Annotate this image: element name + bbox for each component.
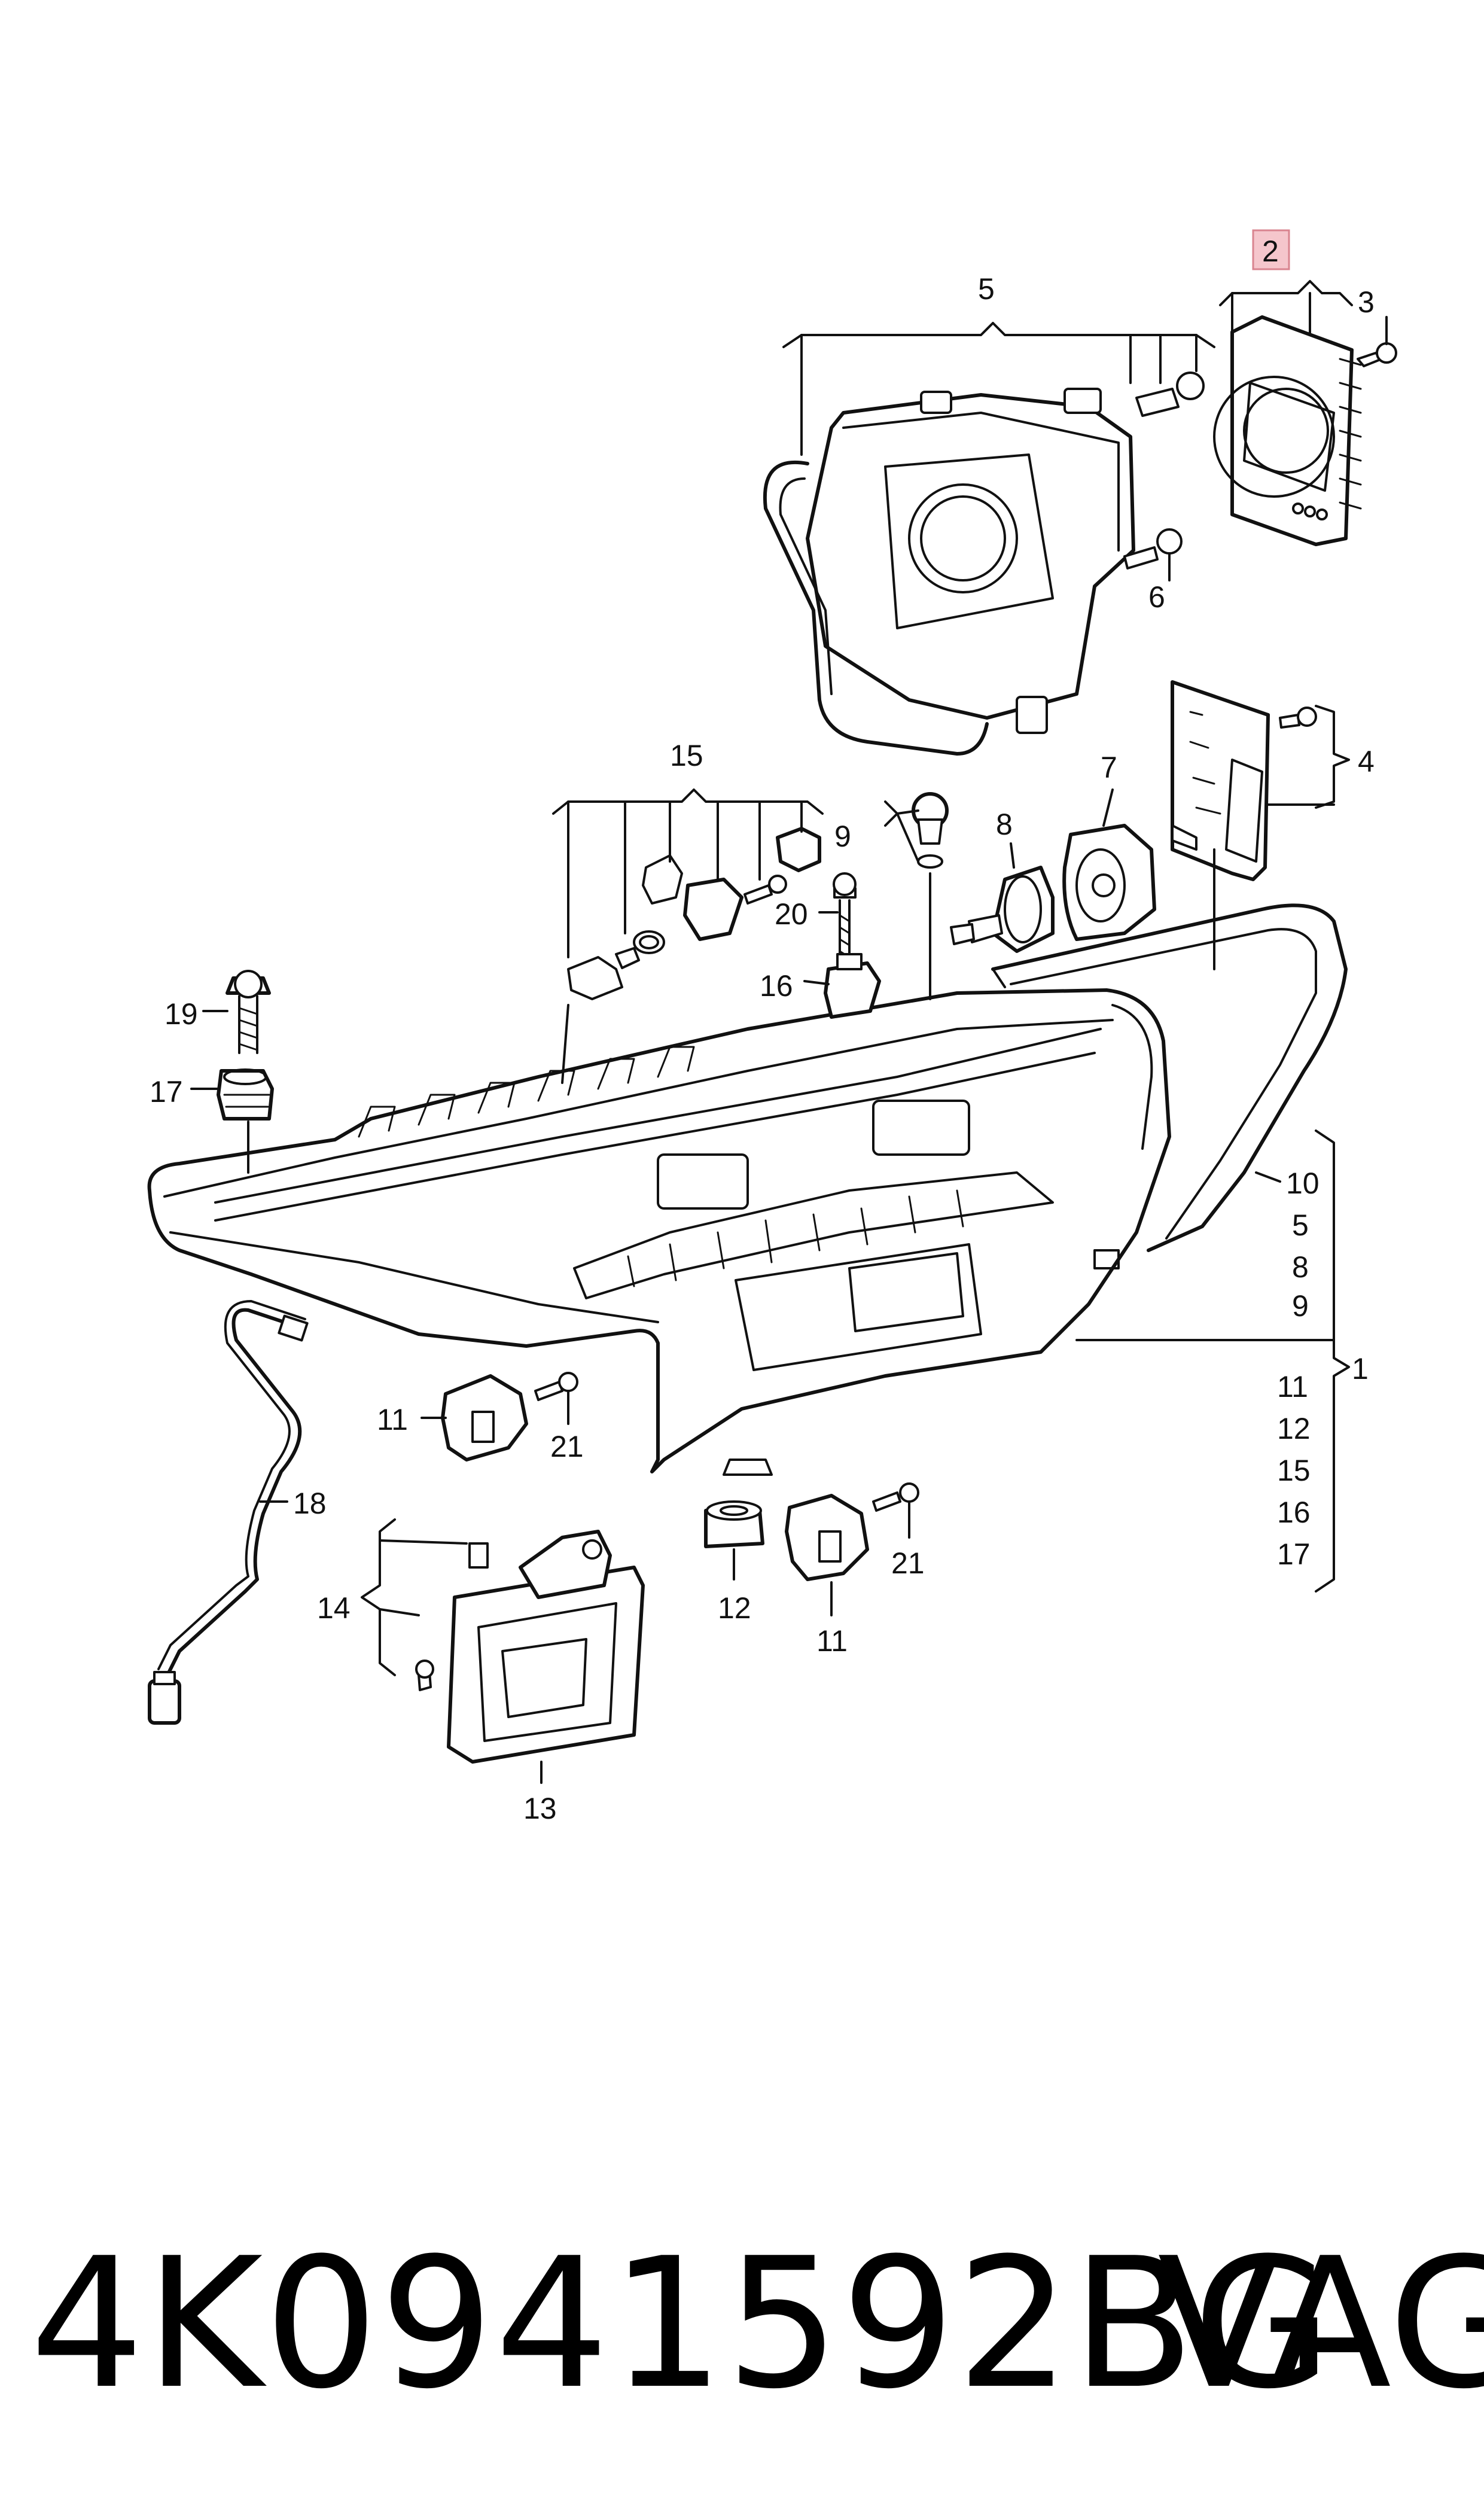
- group-item-8: 8: [1292, 1250, 1309, 1284]
- callout-21-right: 21: [891, 1546, 925, 1580]
- callout-20: 20: [775, 897, 808, 931]
- bulb-holder-kit: [567, 827, 821, 1000]
- bracket-right: [785, 1482, 919, 1581]
- callout-8: 8: [996, 808, 1013, 841]
- callout-14: 14: [317, 1591, 351, 1625]
- callout-7: 7: [1101, 751, 1117, 784]
- projector-module: [763, 372, 1205, 756]
- group-item-16: 16: [1277, 1496, 1311, 1529]
- callout-13: 13: [523, 1792, 557, 1825]
- callout-21-left: 21: [550, 1430, 584, 1463]
- callout-16: 16: [760, 969, 793, 1003]
- retaining-clip: [912, 792, 949, 869]
- group-item-11: 11: [1277, 1370, 1308, 1403]
- leveling-motor: [1062, 824, 1156, 941]
- group-item-15: 15: [1277, 1454, 1311, 1487]
- callout-9: 9: [834, 820, 851, 853]
- callout-12: 12: [718, 1591, 751, 1625]
- group-item-12: 12: [1277, 1412, 1311, 1445]
- callout-3: 3: [1358, 285, 1375, 319]
- group-item-9: 9: [1292, 1289, 1309, 1323]
- callout-11-left: 11: [377, 1403, 408, 1436]
- callout-1: 1: [1352, 1352, 1369, 1386]
- mounting-bolt-nut: [217, 970, 274, 1121]
- bracket-left: [441, 1372, 578, 1462]
- callout-10: 10: [1286, 1167, 1320, 1200]
- callout-5: 5: [978, 272, 995, 306]
- group-item-5: 5: [1292, 1208, 1309, 1242]
- group-item-17: 17: [1277, 1537, 1311, 1571]
- callout-19: 19: [164, 997, 198, 1031]
- callout-17-left: 17: [150, 1075, 183, 1109]
- callout-labels: 2 5 3 6 4 15 7 9 8 20 16 19 17 10 1 11 2…: [150, 235, 1375, 1825]
- adjuster-screw: [824, 872, 881, 1019]
- part-number-caption: 4K0941592BG: [30, 2219, 1333, 2428]
- callout-2: 2: [1262, 235, 1279, 268]
- leader-lines: [190, 280, 1388, 1784]
- callout-6: 6: [1148, 580, 1165, 614]
- callout-11-right: 11: [816, 1624, 848, 1658]
- headlight-housing: [147, 903, 1348, 1476]
- led-circuit-board: [1171, 680, 1317, 881]
- callout-15: 15: [670, 739, 703, 772]
- repair-bracket: [415, 1530, 645, 1764]
- wire-harness: [148, 1300, 309, 1725]
- rubber-grommet: [704, 1500, 764, 1548]
- control-unit: [1213, 315, 1397, 546]
- highlight-box-part-2: [1252, 229, 1290, 270]
- callout-4: 4: [1358, 745, 1375, 778]
- callout-18: 18: [293, 1487, 327, 1520]
- bulb-unit: [950, 866, 1055, 953]
- brand-caption: VAG: [1157, 2219, 1484, 2428]
